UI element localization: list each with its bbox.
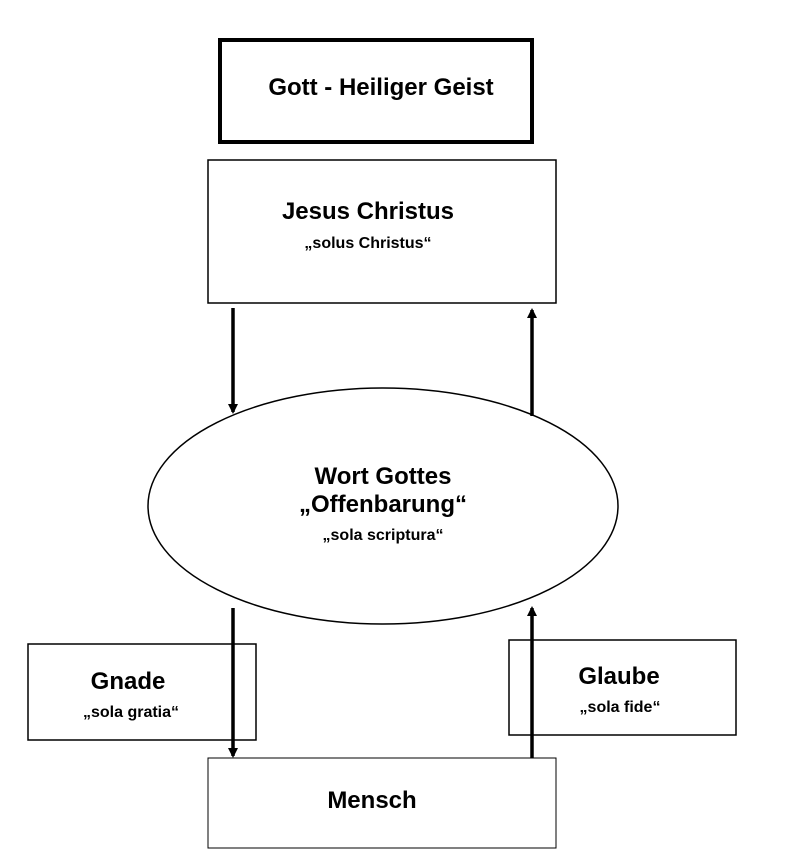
node-wort-label2: „Offenbarung“ [299,491,467,518]
node-gott-box [218,38,534,144]
node-glaube: Glaube „sola fide“ [508,639,737,736]
node-mensch-label: Mensch [327,787,416,814]
node-gnade-label: Gnade [91,668,166,695]
node-gott-label: Gott - Heiliger Geist [268,74,493,101]
node-wort-sub: „sola scriptura“ [323,527,444,544]
node-glaube-sub: „sola fide“ [580,699,661,716]
node-jesus: Jesus Christus „solus Christus“ [207,159,557,304]
node-wort: Wort Gottes „Offenbarung“ „sola scriptur… [147,387,619,625]
node-jesus-box [207,159,557,304]
node-gnade-box [27,643,257,741]
node-glaube-label: Glaube [578,663,659,690]
node-glaube-box [508,639,737,736]
node-mensch-box [207,757,557,849]
node-wort-ellipse [147,387,619,625]
node-jesus-label: Jesus Christus [282,198,454,225]
node-gnade: Gnade „sola gratia“ [27,643,257,741]
node-gnade-sub: „sola gratia“ [83,704,179,721]
node-wort-label: Wort Gottes [315,463,452,490]
node-jesus-sub: „solus Christus“ [304,235,431,252]
node-mensch: Mensch [207,757,557,849]
node-gott: Gott - Heiliger Geist [218,38,534,144]
